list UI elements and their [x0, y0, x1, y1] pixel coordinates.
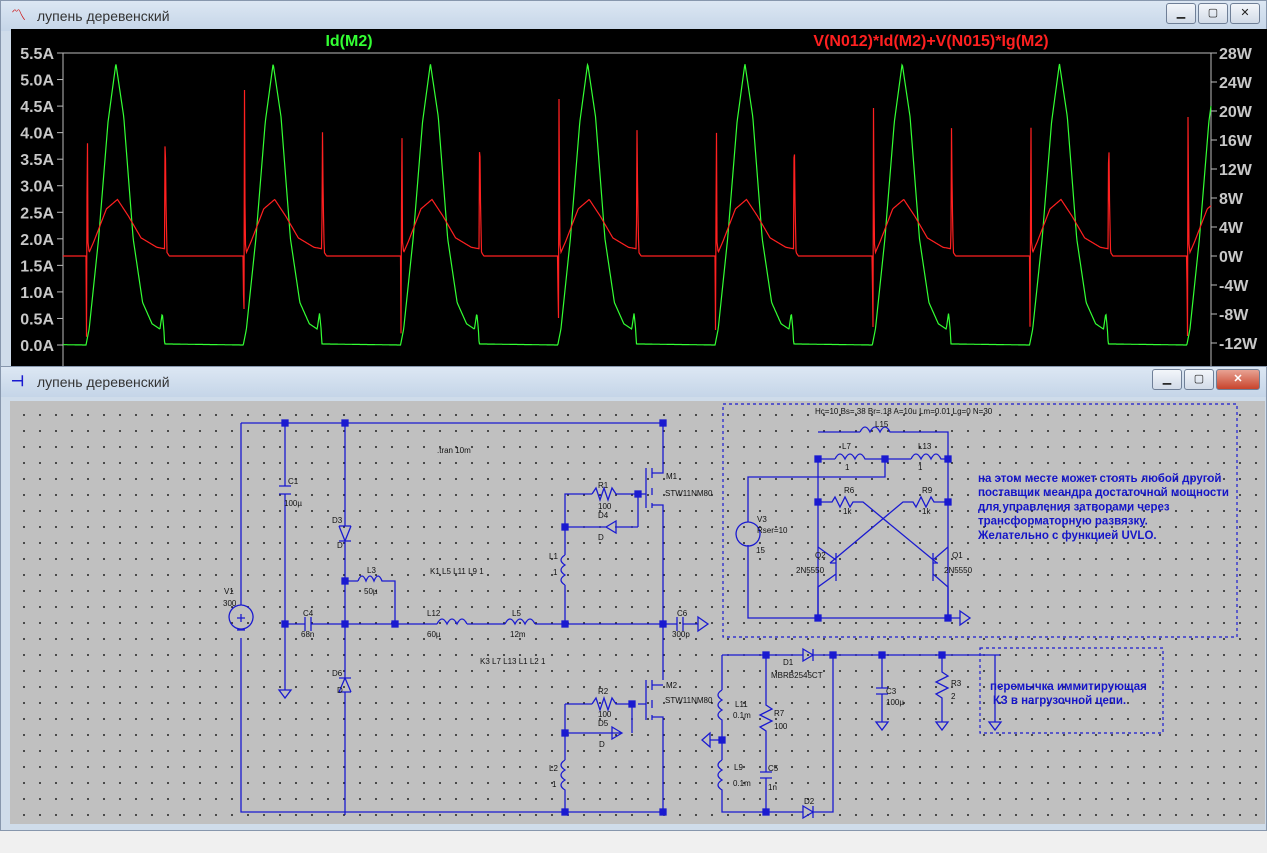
right-tick-label: -8W: [1219, 307, 1249, 324]
left-tick-label: 1.5A: [20, 258, 54, 275]
left-tick-label: 4.0A: [20, 126, 54, 143]
waveform-icon: 〽: [11, 7, 27, 24]
right-tick-label: 0W: [1219, 249, 1244, 266]
legend-power: V(N012)*Id(M2)+V(N015)*Ig(M2): [813, 33, 1048, 50]
maximize-button[interactable]: ▢: [1184, 369, 1214, 390]
legend-id-m2: Id(M2): [325, 33, 372, 50]
left-tick-label: 1.0A: [20, 285, 54, 302]
schematic-canvas[interactable]: [10, 401, 1265, 824]
left-tick-label: 5.0A: [20, 73, 54, 90]
right-tick-label: -12W: [1219, 336, 1258, 353]
waveform-window-title: лупень деревенский: [37, 8, 170, 24]
series-line-0: [63, 62, 1212, 346]
left-tick-label: 0.0A: [20, 338, 54, 355]
left-tick-label: 3.0A: [20, 179, 54, 196]
left-tick-label: 3.5A: [20, 152, 54, 169]
maximize-button[interactable]: ▢: [1198, 3, 1228, 24]
series-line-1: [63, 89, 1212, 337]
schematic-window-title: лупень деревенский: [37, 374, 170, 390]
right-tick-label: 28W: [1219, 46, 1253, 63]
transistor-icon: ⊣: [11, 373, 25, 390]
right-tick-label: 4W: [1219, 220, 1244, 237]
left-tick-label: 5.5A: [20, 46, 54, 63]
close-button[interactable]: ✕: [1230, 3, 1260, 24]
schematic-titlebar[interactable]: ⊣ лупень деревенский ▁ ▢ ✕: [1, 367, 1266, 397]
waveform-titlebar[interactable]: 〽 лупень деревенский ▁ ▢ ✕: [1, 1, 1266, 31]
waveform-plot[interactable]: 5.5A 5.0A 4.5A 4.0A 3.5A 3.0A 2.5A 2.0A 1.5A 1.0A…: [11, 29, 1267, 376]
waveform-window: 〽 лупень деревенский ▁ ▢ ✕ 5.5A 5.0A 4.5A 4…: [0, 0, 1267, 376]
minimize-button[interactable]: ▁: [1166, 3, 1196, 24]
left-tick-label: 2.0A: [20, 232, 54, 249]
right-tick-label: 12W: [1219, 162, 1253, 179]
right-tick-label: 24W: [1219, 75, 1253, 92]
left-tick-label: 4.5A: [20, 99, 54, 116]
right-tick-label: 20W: [1219, 104, 1253, 121]
right-tick-label: -4W: [1219, 278, 1249, 295]
left-tick-label: 0.5A: [20, 311, 54, 328]
left-tick-label: 2.5A: [20, 205, 54, 222]
waveform-chart: 5.5A 5.0A 4.5A 4.0A 3.5A 3.0A 2.5A 2.0A 1.5A 1.0A…: [20, 33, 1258, 376]
right-tick-label: 8W: [1219, 191, 1244, 208]
minimize-button[interactable]: ▁: [1152, 369, 1182, 390]
close-button[interactable]: ✕: [1216, 369, 1260, 390]
right-tick-label: 16W: [1219, 133, 1253, 150]
